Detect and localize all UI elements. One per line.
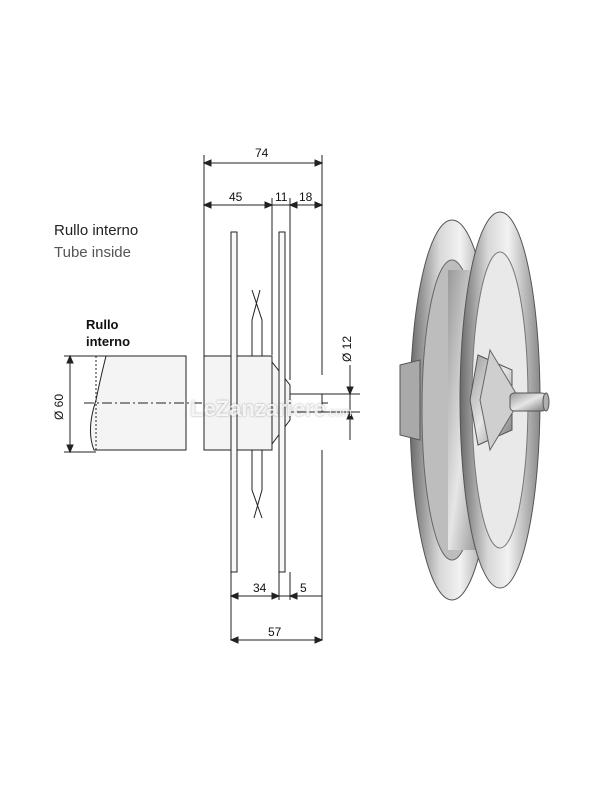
hub (203, 355, 273, 451)
dim-5: 5 (300, 581, 307, 595)
dim-11: 11 (275, 190, 288, 204)
dim-diameter-60: Ø 60 (52, 393, 66, 420)
render-shaft (509, 392, 547, 412)
watermark-suffix: .com (325, 405, 352, 419)
flange-right (278, 231, 286, 573)
shaft (289, 393, 323, 413)
tube-label: Rullo interno (86, 317, 131, 349)
dim-34: 34 (253, 581, 267, 595)
flange-left (230, 231, 238, 573)
heading-english: Tube inside (54, 244, 131, 261)
watermark-text: LeZanzariere (190, 396, 326, 421)
dim-diameter-12: Ø 12 (340, 335, 354, 362)
watermark: LeZanzariere.com (190, 396, 352, 422)
dim-18: 18 (299, 190, 313, 204)
dim-74: 74 (255, 146, 269, 160)
heading-italian: Rullo interno (54, 222, 139, 239)
dim-57: 57 (268, 625, 282, 639)
dim-45: 45 (229, 190, 243, 204)
